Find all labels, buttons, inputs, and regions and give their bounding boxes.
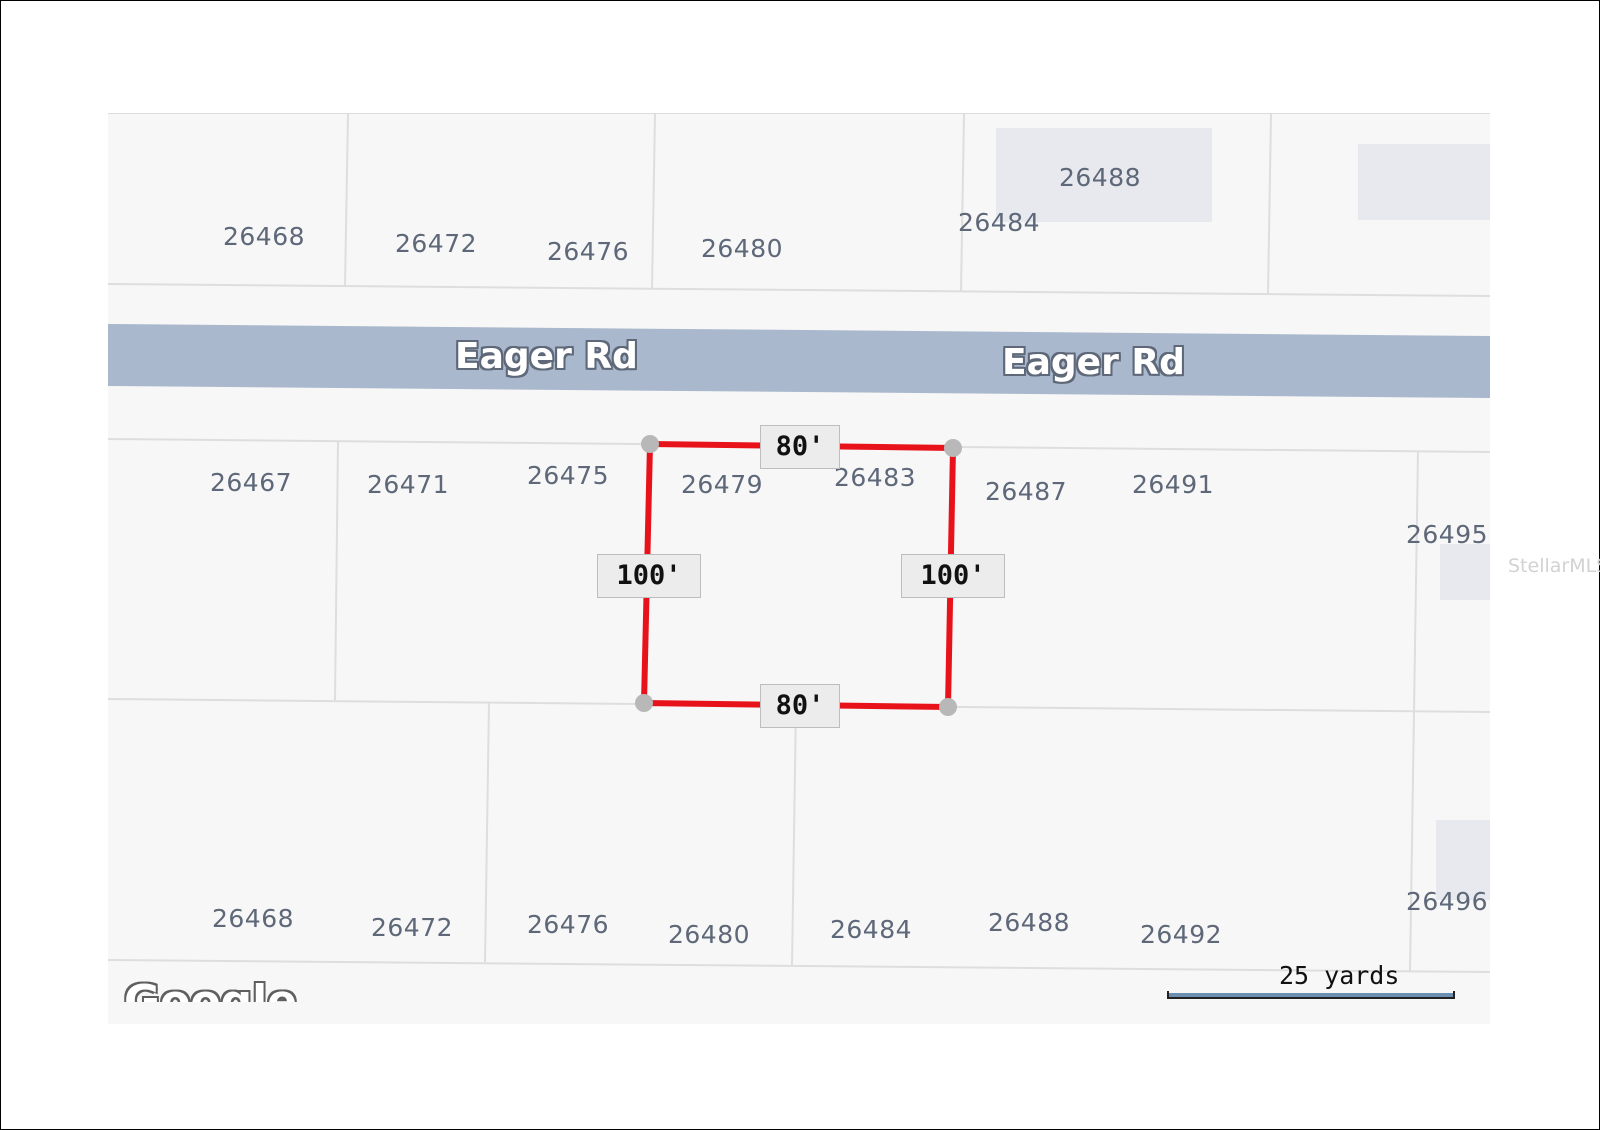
google-logo: Google [124, 980, 297, 1002]
lot-number: 26487 [985, 477, 1068, 506]
building-footprint [1436, 820, 1490, 900]
lot-number: 26491 [1132, 470, 1215, 499]
lot-number: 26476 [547, 237, 630, 266]
parcel-vertex-handle [635, 694, 653, 712]
stellarmls-watermark: StellarMLS [1508, 555, 1600, 577]
lot-number: 26488 [1059, 163, 1142, 192]
eager-rd-road [108, 324, 1490, 398]
scale-label: 25 yards [1279, 961, 1400, 990]
lot-number: 26479 [681, 470, 764, 499]
parcel-vertex-handle [641, 435, 659, 453]
lot-number: 26480 [701, 234, 784, 263]
building-footprint [996, 128, 1212, 222]
building-footprint [1440, 544, 1490, 600]
parcel-right-dimension: 100' [901, 554, 1005, 598]
lot-number: 26476 [527, 910, 610, 939]
lot-number: 26492 [1140, 920, 1223, 949]
lot-number: 26468 [212, 904, 295, 933]
lot-number: 26467 [210, 468, 293, 497]
lot-number: 26484 [830, 915, 913, 944]
scale-bar [1167, 991, 1455, 999]
lot-number: 26495 [1406, 520, 1489, 549]
parcel-vertex-handle [944, 439, 962, 457]
road-label: Eager Rd [455, 336, 638, 377]
parcel-top-dimension: 80' [760, 425, 840, 469]
lot-number: 26472 [371, 913, 454, 942]
lot-lines-north [108, 114, 1490, 297]
parcel-vertex-handle [939, 698, 957, 716]
parcel-left-dimension: 100' [597, 554, 701, 598]
lot-number: 26484 [958, 208, 1041, 237]
lot-number: 26496 [1406, 887, 1489, 916]
road-label: Eager Rd [1002, 342, 1185, 383]
lot-number: 26480 [668, 920, 751, 949]
lot-number: 26471 [367, 470, 450, 499]
lot-number: 26468 [223, 222, 306, 251]
map-canvas[interactable]: Eager Rd Eager Rd 26468 26472 26476 2648… [108, 113, 1490, 1024]
lot-number: 26488 [988, 908, 1071, 937]
lot-number: 26483 [834, 463, 917, 492]
lot-number: 26472 [395, 229, 478, 258]
parcel-bottom-dimension: 80' [760, 684, 840, 728]
lot-number: 26475 [527, 461, 610, 490]
map-geometry [108, 114, 1490, 973]
building-footprint [1358, 144, 1490, 220]
